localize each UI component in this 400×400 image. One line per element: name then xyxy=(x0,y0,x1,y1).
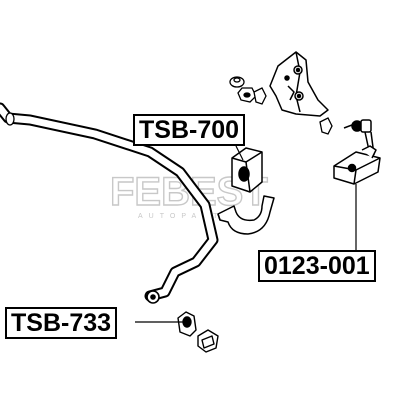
mounting-bracket xyxy=(269,51,329,117)
part-label-tsb-700: TSB-700 xyxy=(133,114,246,146)
part-label-tsb-733: TSB-733 xyxy=(5,307,118,339)
tsb-733-bushing xyxy=(177,311,219,353)
small-nuts xyxy=(229,76,333,135)
leader-lines xyxy=(135,145,357,323)
part-label-0123-001: 0123-001 xyxy=(258,250,376,282)
part-0123-001-link xyxy=(333,145,381,185)
link-ball-joint xyxy=(343,119,375,156)
tsb-700-bushing xyxy=(231,147,263,193)
watermark-sub: AUTOPARTS xyxy=(138,213,234,220)
tsb-700-bracket xyxy=(217,195,275,235)
stabilizer-bar xyxy=(0,102,219,304)
